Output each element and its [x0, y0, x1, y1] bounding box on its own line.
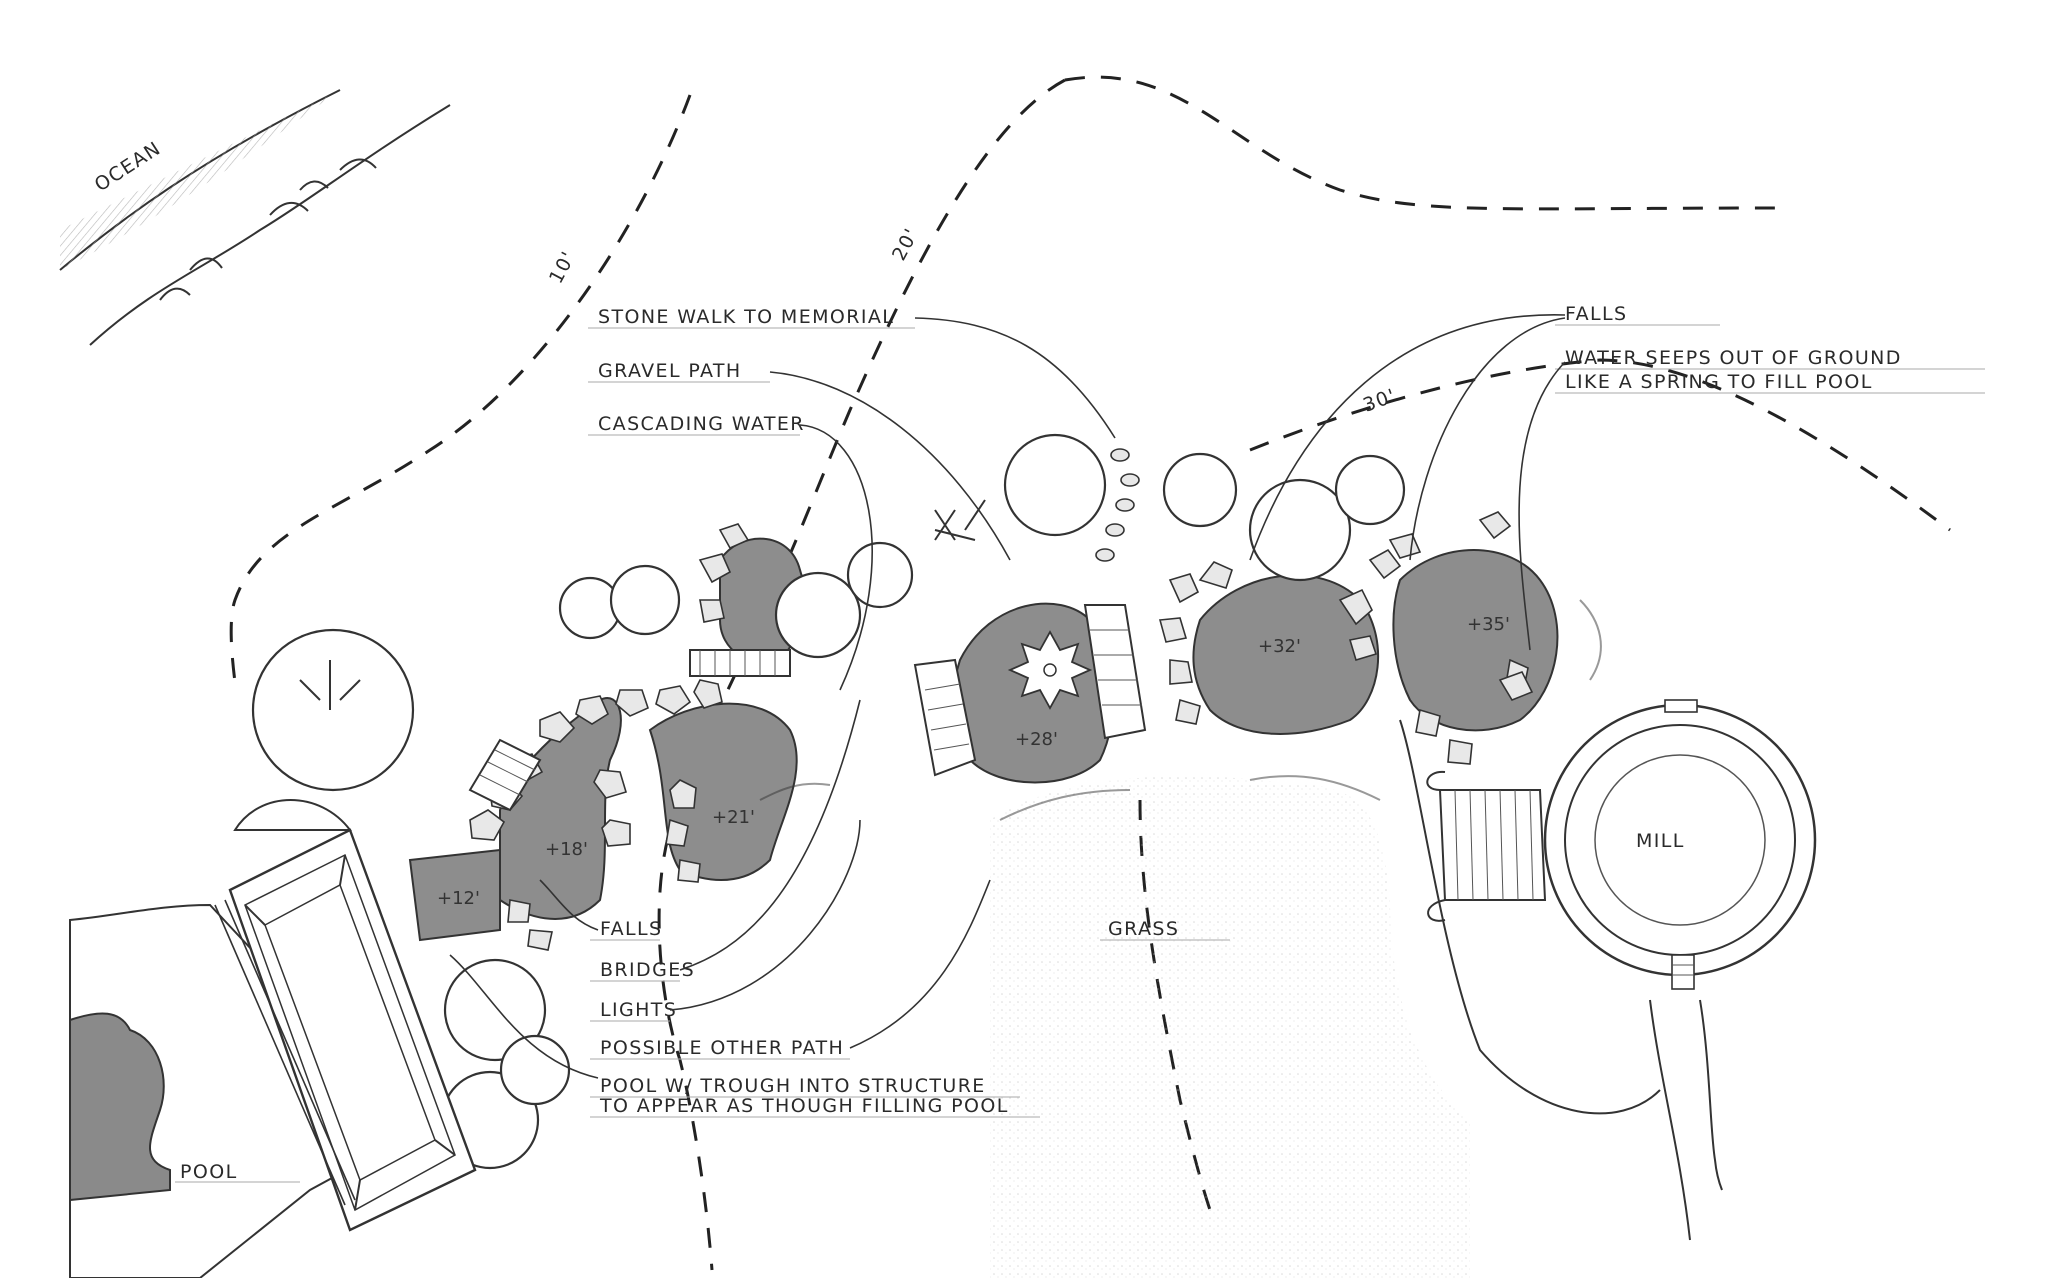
bridges	[468, 604, 1547, 922]
stepping-stones	[1095, 448, 1140, 562]
trees	[251, 433, 1406, 1170]
elevation-21: +21'	[712, 807, 755, 828]
callout-lights: LIGHTS	[600, 999, 677, 1021]
grass-label: GRASS	[1108, 918, 1179, 940]
dimension-30ft: 30'	[1360, 385, 1399, 417]
elevation-35: +35'	[1467, 614, 1510, 635]
callout-falls-top: FALLS	[1565, 303, 1627, 325]
callout-bridges: BRIDGES	[600, 959, 695, 981]
rock-borders	[469, 511, 1534, 951]
pond-35	[1392, 549, 1559, 732]
elevation-18: +18'	[545, 839, 588, 860]
ocean-shore: OCEAN	[59, 89, 451, 346]
elevation-28: +28'	[1015, 729, 1058, 750]
dimension-10ft: 10'	[545, 247, 580, 287]
callout-pool-trough-2: TO APPEAR AS THOUGH FILLING POOL	[599, 1095, 1009, 1117]
grass-areas	[990, 719, 1723, 1278]
pond-12	[408, 848, 501, 942]
mill-label: MILL	[1636, 830, 1685, 852]
callout-water-seeps-2: LIKE A SPRING TO FILL POOL	[1565, 371, 1873, 393]
callout-stone-walk: STONE WALK TO MEMORIAL	[598, 306, 894, 328]
callout-other-path: POSSIBLE OTHER PATH	[600, 1037, 844, 1059]
mill-structure: MILL	[1543, 699, 1817, 990]
water-lily	[1007, 630, 1093, 710]
elevation-32: +32'	[1258, 636, 1301, 657]
pool-label: POOL	[180, 1161, 238, 1183]
bridge-small	[689, 649, 791, 677]
callout-cascading-water: CASCADING WATER	[598, 413, 805, 435]
callouts: STONE WALK TO MEMORIAL GRAVEL PATH CASCA…	[449, 303, 1985, 1118]
callout-pool-trough-1: POOL W/ TROUGH INTO STRUCTURE	[600, 1075, 986, 1097]
elevation-labels: +12' +18' +21' +28' +32' +35'	[437, 614, 1510, 909]
ground-texture	[759, 599, 1602, 821]
callout-water-seeps-1: WATER SEEPS OUT OF GROUND	[1565, 347, 1902, 369]
callout-gravel-path: GRAVEL PATH	[598, 360, 742, 382]
fern-plant	[934, 499, 986, 541]
bridge-left-steps	[468, 738, 542, 812]
bridge-28-right	[1083, 604, 1147, 740]
pool-structure: POOL	[69, 799, 477, 1278]
elevation-12: +12'	[437, 888, 480, 909]
bridge-28-left	[913, 658, 977, 777]
callout-falls-bottom: FALLS	[600, 918, 662, 940]
dimension-20ft: 20'	[888, 224, 923, 264]
bridge-mill	[1426, 770, 1547, 922]
